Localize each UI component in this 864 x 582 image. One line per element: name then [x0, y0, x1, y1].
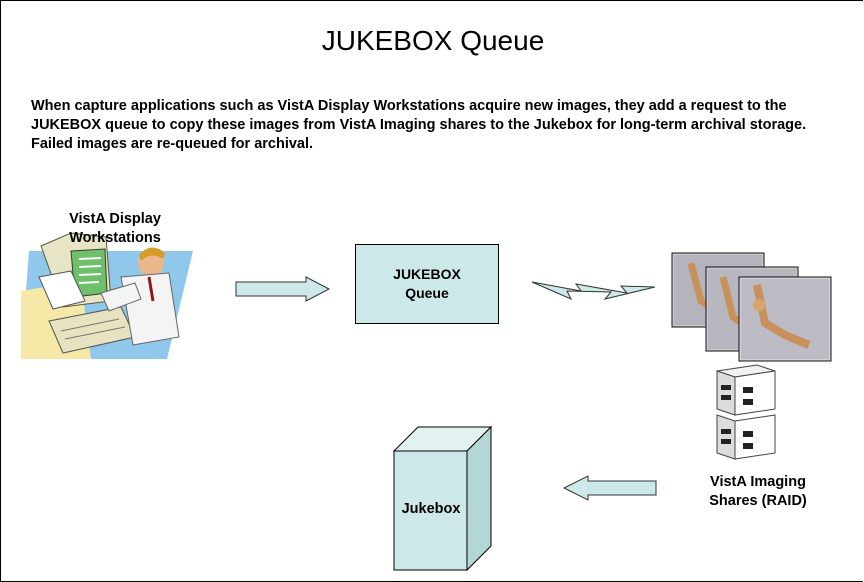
raid-label: VistA Imaging Shares (RAID) [695, 473, 821, 511]
arrow-to-jukebox [562, 475, 657, 501]
raid-label-line2: Shares (RAID) [709, 493, 807, 509]
lightning-connector [531, 281, 656, 301]
workstations-label: VistA Display Workstations [63, 210, 167, 248]
slide-title: JUKEBOX Queue [321, 25, 545, 56]
queue-label-line1: JUKEBOX [393, 266, 461, 282]
jukebox-queue-box: JUKEBOX Queue [355, 244, 499, 324]
workstations-label-line2: Workstations [69, 230, 161, 246]
raid-label-line1: VistA Imaging [710, 474, 806, 490]
jukebox-label: Jukebox [401, 501, 461, 517]
intro-text: When capture applications such as VistA … [31, 98, 807, 152]
arrow-to-queue [235, 276, 331, 302]
raid-servers-icon [716, 364, 776, 460]
workstations-label-line1: VistA Display [69, 211, 161, 227]
queue-label-line2: Queue [405, 285, 449, 301]
workstation-clipart [21, 232, 193, 359]
jukebox-box [392, 425, 493, 572]
xray-images-stack [671, 252, 832, 362]
